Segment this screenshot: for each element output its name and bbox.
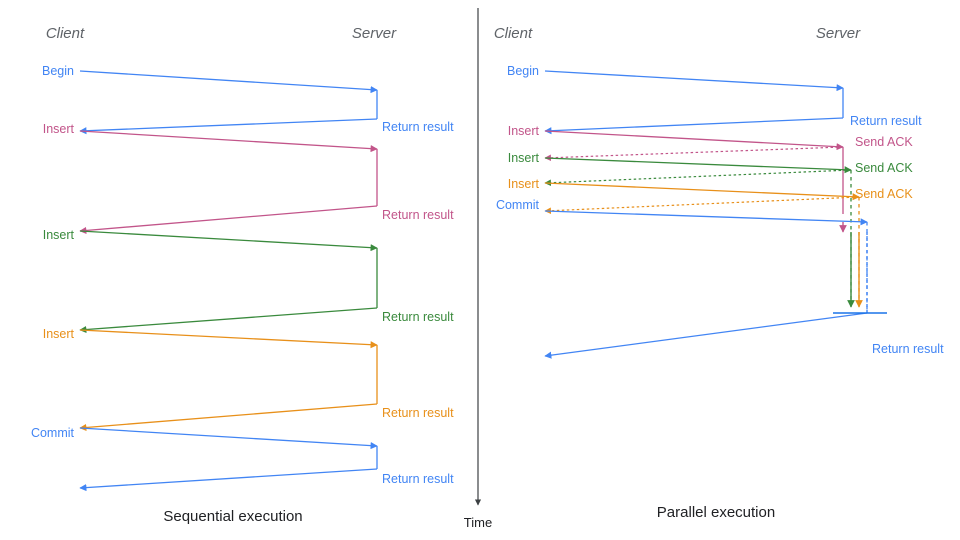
msg-insert1-request [79,130,378,153]
msg-insert1-return [79,205,378,235]
msg-insert3-return [79,403,378,432]
lane-title-client-sequential: Client [46,25,85,42]
msg-begin-request [544,70,844,92]
label-commit-return-sequential: Return result [382,472,454,486]
label-begin-return-parallel: Return result [850,114,922,128]
msg-insert3-ack [544,196,860,215]
label-insert2-return-sequential: Return result [382,310,454,324]
label-begin-return-sequential: Return result [382,120,454,134]
label-insert1-ack-bar-parallel: Send ACK [855,135,913,149]
label-insert1-return-sequential: Return result [382,208,454,222]
msg-commit-request [79,427,378,450]
label-commit-return-parallel: Return result [872,342,944,356]
label-insert1-request-sequential: Insert [43,122,75,136]
label-insert3-request-parallel: Insert [508,177,540,191]
msg-insert2-return [79,307,378,334]
msg-commit-return [544,312,868,359]
label-begin-request-sequential: Begin [42,64,74,78]
label-insert2-ack-bar-parallel: Send ACK [855,161,913,175]
lane-title-client-parallel: Client [494,25,533,42]
msg-insert1-request [544,130,844,151]
label-insert3-return-sequential: Return result [382,406,454,420]
msg-commit-return [79,468,378,492]
label-begin-request-parallel: Begin [507,64,539,78]
msg-insert3-request [79,329,378,349]
label-insert2-request-parallel: Insert [508,151,540,165]
msg-commit-request [544,210,868,226]
msg-insert2-ack [544,169,852,187]
label-insert1-request-parallel: Insert [508,124,540,138]
msg-insert2-request [79,230,378,252]
panel-sequential [79,70,378,492]
label-insert2-request-sequential: Insert [43,228,75,242]
panels-layer [79,70,887,492]
lane-title-server-parallel: Server [816,25,861,42]
panel-parallel [544,70,887,359]
label-insert3-ack-bar-parallel: Send ACK [855,187,913,201]
msg-begin-return [79,118,378,135]
panel-caption-parallel: Parallel execution [657,504,775,521]
panel-caption-sequential: Sequential execution [163,508,302,525]
msg-insert2-request [544,157,852,174]
label-insert3-request-sequential: Insert [43,327,75,341]
lane-title-server-sequential: Server [352,25,397,42]
time-axis-layer: Time [464,8,492,530]
msg-insert3-request [544,182,860,201]
msg-begin-return [544,117,844,135]
label-commit-request-sequential: Commit [31,426,75,440]
label-commit-request-parallel: Commit [496,198,540,212]
time-axis-label: Time [464,515,492,530]
msg-begin-request [79,70,378,94]
